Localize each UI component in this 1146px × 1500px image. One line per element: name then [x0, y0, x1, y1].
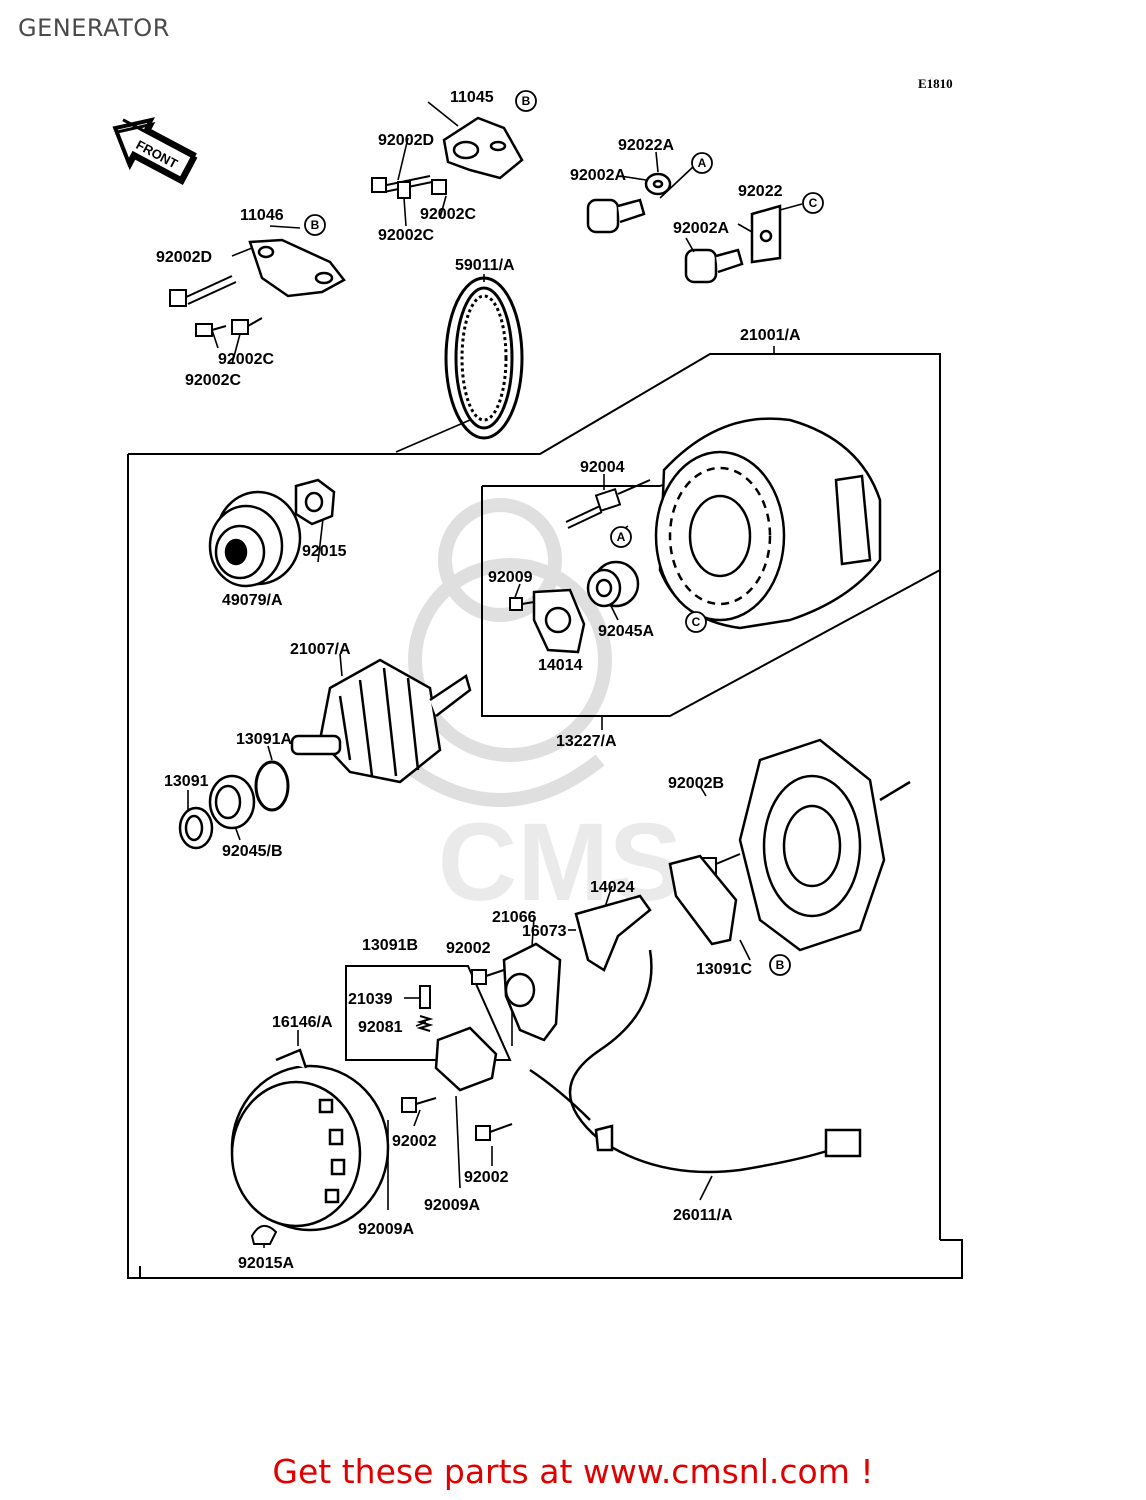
- plate-14014: [532, 588, 586, 654]
- part-92015a[interactable]: 92015A: [238, 1255, 294, 1272]
- part-92002a-1[interactable]: 92002A: [570, 167, 626, 184]
- callout-b-1: B: [522, 94, 531, 108]
- bolt-92002a-2: [684, 248, 744, 284]
- screw-92009: [509, 597, 535, 611]
- cover-16146a: [230, 1048, 390, 1232]
- part-49079a[interactable]: 49079/A: [222, 592, 283, 609]
- part-13091a[interactable]: 13091A: [236, 731, 292, 748]
- callout-c-1: C: [809, 196, 818, 210]
- holder-13091b: [434, 1026, 498, 1092]
- bracket-11045: [442, 116, 524, 180]
- part-26011a[interactable]: 26011/A: [673, 1207, 733, 1224]
- part-92002-mid[interactable]: 92002: [446, 940, 491, 957]
- part-92009a-2[interactable]: 92009A: [358, 1221, 414, 1238]
- part-14014[interactable]: 14014: [538, 657, 583, 674]
- callout-c-2: C: [692, 615, 701, 629]
- bracket-11046: [248, 238, 346, 298]
- bearing-92045a: [586, 560, 640, 608]
- part-92002c-top1[interactable]: 92002C: [420, 206, 476, 223]
- part-92002-low1[interactable]: 92002: [392, 1133, 437, 1150]
- wire-harness-26011a: [529, 949, 862, 1174]
- spring-92081: [416, 1015, 434, 1032]
- front-housing-13227a: [654, 417, 882, 630]
- part-11045[interactable]: 11045: [450, 89, 494, 106]
- diagram-code: E1810: [918, 76, 953, 91]
- part-13091b[interactable]: 13091B: [362, 937, 418, 954]
- part-92002c-left1[interactable]: 92002C: [218, 351, 274, 368]
- part-92022a[interactable]: 92022A: [618, 137, 674, 154]
- seal-13091: [178, 806, 214, 850]
- part-21007a[interactable]: 21007/A: [290, 641, 351, 658]
- part-92002-low2[interactable]: 92002: [464, 1169, 509, 1186]
- callout-a-1: A: [698, 156, 707, 170]
- rear-housing: [738, 738, 911, 952]
- part-16073[interactable]: 16073: [522, 923, 567, 940]
- bolts-92002c-top: [397, 179, 447, 199]
- part-92009a-1[interactable]: 92009A: [424, 1197, 480, 1214]
- part-21001a[interactable]: 21001/A: [740, 327, 801, 344]
- ring-13091a: [254, 760, 290, 812]
- washer-92022a: [644, 172, 672, 196]
- part-21066[interactable]: 21066: [492, 909, 537, 926]
- part-13091[interactable]: 13091: [164, 773, 209, 790]
- screws-92002-lower: [401, 969, 513, 1141]
- callout-b-3: B: [776, 958, 785, 972]
- part-11046[interactable]: 11046: [240, 207, 284, 224]
- watermark-logo: [395, 498, 612, 807]
- part-14024[interactable]: 14024: [590, 879, 635, 896]
- part-92009[interactable]: 92009: [488, 569, 533, 586]
- part-92045b[interactable]: 92045/B: [222, 843, 283, 860]
- part-92002a-2[interactable]: 92002A: [673, 220, 729, 237]
- bracket-92022: [750, 204, 782, 264]
- part-92081[interactable]: 92081: [358, 1019, 403, 1036]
- callout-letters: B A C B A C B: [311, 94, 818, 972]
- belt-59011a: [444, 276, 524, 440]
- part-92002b[interactable]: 92002B: [668, 775, 724, 792]
- part-92022[interactable]: 92022: [738, 183, 783, 200]
- callout-a-2: A: [617, 530, 626, 544]
- part-16146a[interactable]: 16146/A: [272, 1014, 333, 1031]
- callout-b-2: B: [311, 218, 320, 232]
- part-labels[interactable]: 11045 92002D 92002C 92002C 92022A 92002A…: [156, 89, 801, 1272]
- cta-link[interactable]: Get these parts at www.cmsnl.com !: [0, 1452, 1146, 1491]
- pulley-49079a: [208, 490, 302, 588]
- part-21039[interactable]: 21039: [348, 991, 393, 1008]
- part-92004[interactable]: 92004: [580, 459, 625, 476]
- part-92002c-left2[interactable]: 92002C: [185, 372, 241, 389]
- cta-text[interactable]: Get these parts at www.cmsnl.com !: [272, 1452, 874, 1491]
- rectifier-13091c: [668, 854, 738, 946]
- part-13227a[interactable]: 13227/A: [556, 733, 617, 750]
- part-13091c[interactable]: 13091C: [696, 961, 752, 978]
- part-92015[interactable]: 92015: [302, 543, 347, 560]
- front-arrow-icon: FRONT: [112, 117, 198, 186]
- rotor-21007a: [290, 658, 472, 784]
- brush-21039: [419, 985, 431, 1009]
- part-92002d-top[interactable]: 92002D: [378, 132, 434, 149]
- bolt-92004: [565, 479, 651, 529]
- part-59011a[interactable]: 59011/A: [455, 257, 515, 274]
- bearing-92045b: [208, 774, 256, 830]
- part-92002c-top2[interactable]: 92002C: [378, 227, 434, 244]
- page-title: GENERATOR: [18, 14, 170, 42]
- part-92045a[interactable]: 92045A: [598, 623, 654, 640]
- bolt-92002a-1: [586, 198, 646, 234]
- brush-holder-21066: [502, 942, 562, 1042]
- callout-circles: [304, 90, 824, 976]
- bolt-92002d-left: [169, 275, 237, 307]
- bolts-92002c-left: [195, 317, 263, 337]
- cap-92015a: [250, 1225, 278, 1245]
- regulator-14024: [574, 894, 652, 972]
- nut-92015: [294, 478, 336, 526]
- part-92002d-left[interactable]: 92002D: [156, 249, 212, 266]
